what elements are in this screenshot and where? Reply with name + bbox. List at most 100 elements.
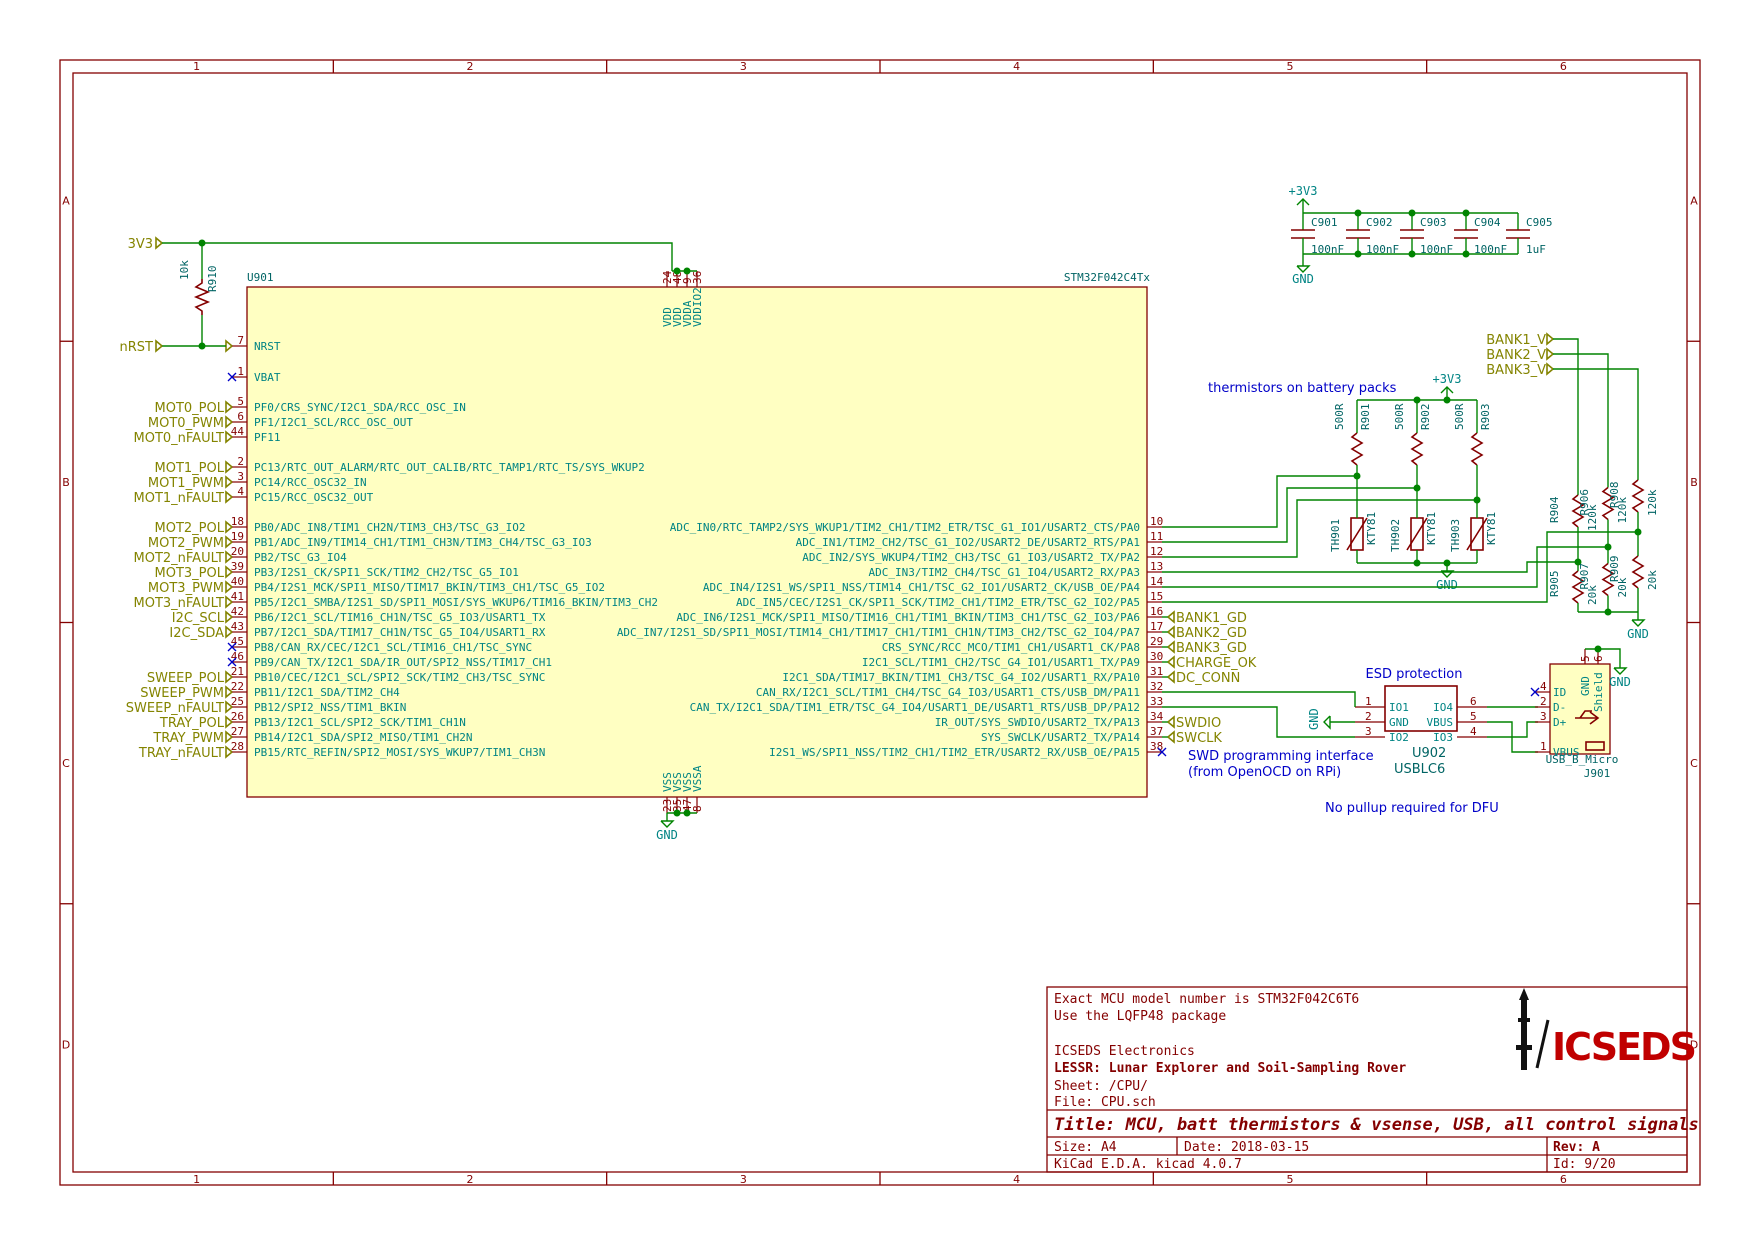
ruler-col-bottom: 4 <box>1013 1173 1020 1186</box>
pin-number: 13 <box>1150 560 1163 573</box>
pin-name: PC13/RTC_OUT_ALARM/RTC_OUT_CALIB/RTC_TAM… <box>254 461 645 474</box>
pin-name: VSS <box>671 772 684 792</box>
mcu-pin-right[interactable]: 32CAN_RX/I2C1_SCL/TIM1_CH4/TSC_G4_IO3/US… <box>756 680 1163 699</box>
mcu-u901[interactable]: U901 STM32F042C4Tx <box>246 271 1150 798</box>
mcu-pin-right[interactable]: 11ADC_IN1/TIM2_CH2/TSC_G1_IO2/USART2_DE/… <box>796 530 1164 549</box>
net-label: TRAY_POL <box>159 716 225 731</box>
pin-name: Shield <box>1592 672 1605 712</box>
pin-name: IO2 <box>1389 731 1409 744</box>
bank-voltage-input[interactable]: BANK3_V <box>1486 362 1639 460</box>
net-label: TRAY_nFAULT <box>138 746 224 761</box>
pin-number: 43 <box>231 620 244 633</box>
mcu-pin-right[interactable]: 10ADC_IN0/RTC_TAMP2/SYS_WKUP1/TIM2_CH1/T… <box>670 515 1163 534</box>
v3v3-input[interactable]: 3V3 <box>128 236 697 272</box>
tb-sheet: Sheet: /CPU/ <box>1054 1079 1148 1094</box>
mcu-pin-right[interactable]: 12ADC_IN2/SYS_WKUP4/TIM2_CH3/TSC_G1_IO3/… <box>802 545 1163 564</box>
mcu-pin-right[interactable]: 38I2S1_WS/SPI1_NSS/TIM2_CH1/TIM2_ETR/USA… <box>769 740 1167 759</box>
bank-voltage-input[interactable]: BANK1_V <box>1486 332 1579 460</box>
mcu-value: STM32F042C4Tx <box>1064 271 1150 284</box>
mcu-pin-right[interactable]: 16ADC_IN6/I2S1_MCK/SPI1_MISO/TIM16_CH1/T… <box>676 605 1247 626</box>
mcu-pin-right[interactable]: 13ADC_IN3/TIM2_CH4/TSC_G1_IO4/USART2_RX/… <box>868 560 1163 579</box>
pin-number: 23 <box>661 799 674 812</box>
pin-name: PB5/I2C1_SMBA/I2S1_SD/SPI1_MOSI/SYS_WKUP… <box>254 596 658 609</box>
mcu-pin-right[interactable]: 30I2C1_SCL/TIM1_CH2/TSC_G4_IO1/USART1_TX… <box>862 650 1257 671</box>
ruler-col-top: 6 <box>1560 60 1567 73</box>
r910-resistor[interactable]: R910 10k <box>178 243 219 350</box>
pin-name: CAN_RX/I2C1_SCL/TIM1_CH4/TSC_G4_IO3/USAR… <box>756 686 1140 699</box>
mcu-pin-right[interactable]: 31I2C1_SDA/TIM17_BKIN/TIM1_CH3/TSC_G4_IO… <box>782 665 1240 686</box>
mcu-pin-right[interactable]: 14ADC_IN4/I2S1_WS/SPI1_NSS/TIM14_CH1/TSC… <box>703 575 1164 594</box>
pin-number: 6 <box>1592 655 1605 662</box>
pin-number: 11 <box>1150 530 1163 543</box>
mcu-pin-right[interactable]: 17ADC_IN7/I2S1_SD/SPI1_MOSI/TIM14_CH1/TI… <box>617 620 1247 641</box>
mcu-pin-right[interactable]: 15ADC_IN5/CEC/I2S1_CK/SPI1_SCK/TIM2_CH1/… <box>736 590 1163 609</box>
pin-number: 19 <box>231 530 244 543</box>
mcu-pin-right[interactable]: 29CRS_SYNC/RCC_MCO/TIM1_CH1/USART1_CK/PA… <box>882 635 1247 656</box>
mcu-pin-right[interactable]: 33CAN_TX/I2C1_SDA/TIM1_ETR/TSC_G4_IO4/US… <box>690 695 1164 714</box>
bank-voltage-input[interactable]: BANK2_V <box>1486 347 1609 460</box>
